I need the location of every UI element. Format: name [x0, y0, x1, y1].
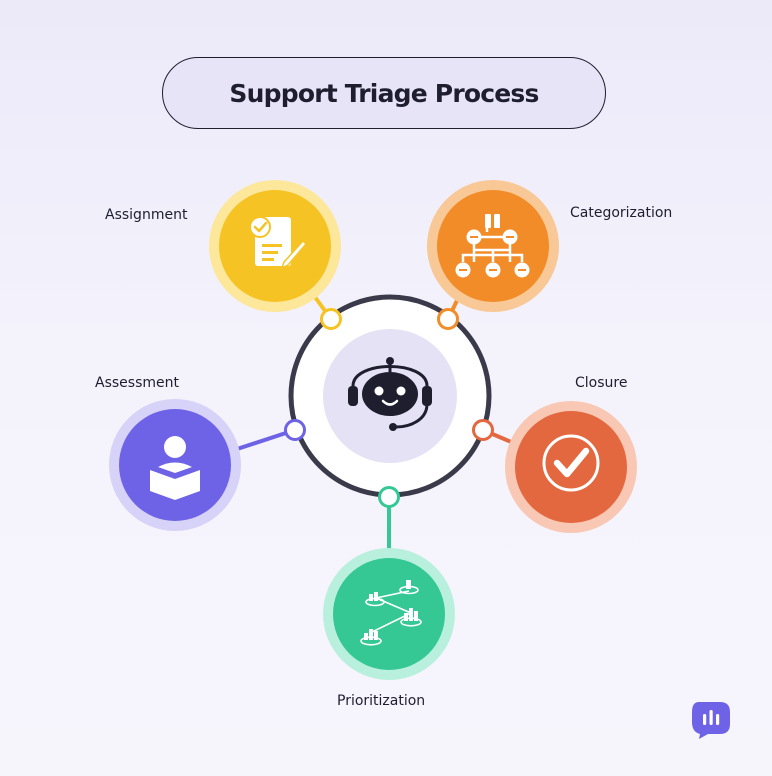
connector-dot-assignment [320, 308, 342, 330]
node-prioritization [323, 548, 455, 680]
connector-assessment [227, 428, 296, 454]
label-prioritization: Prioritization [337, 693, 426, 709]
label-categorization: Categorization [570, 205, 673, 221]
support-robot-icon [348, 357, 432, 431]
page-title: Support Triage Process [229, 78, 539, 108]
title-pill: Support Triage Process [162, 57, 606, 129]
person-reading-icon [150, 436, 200, 500]
node-assignment [209, 180, 341, 312]
hierarchy-tree-icon [455, 214, 530, 278]
clipboard-checklist-icon [249, 216, 308, 270]
node-categorization [427, 180, 559, 312]
chat-logo-icon [692, 702, 730, 739]
label-assessment: Assessment [95, 375, 179, 391]
label-assignment: Assignment [105, 207, 188, 223]
connector-dot-prioritization [378, 486, 400, 508]
connector-dot-closure [472, 419, 494, 441]
node-closure [505, 401, 637, 533]
ranked-bars-icon [360, 580, 422, 646]
node-assessment [109, 399, 241, 531]
connector-dot-categorization [437, 308, 459, 330]
check-circle-icon [542, 434, 600, 492]
label-closure: Closure [575, 375, 628, 391]
hub [288, 294, 492, 498]
connector-dot-assessment [284, 419, 306, 441]
